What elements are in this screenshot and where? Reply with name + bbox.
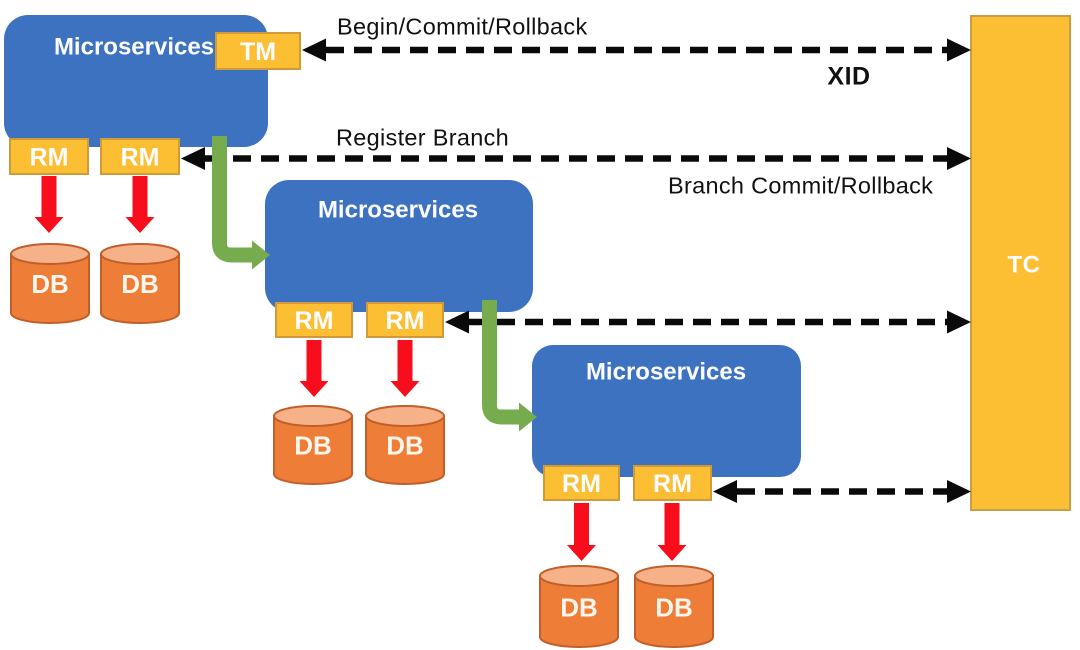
svg-text:RM: RM — [386, 307, 425, 335]
svg-text:XID: XID — [827, 63, 870, 91]
svg-text:DB: DB — [386, 431, 424, 461]
svg-text:Register Branch: Register Branch — [336, 125, 509, 151]
svg-text:RM: RM — [121, 144, 160, 172]
svg-text:Microservices: Microservices — [586, 359, 746, 386]
svg-text:Microservices: Microservices — [318, 197, 478, 224]
svg-text:DB: DB — [655, 593, 693, 623]
svg-text:DB: DB — [560, 593, 598, 623]
svg-text:RM: RM — [653, 470, 692, 498]
svg-text:DB: DB — [121, 269, 159, 299]
svg-text:Branch Commit/Rollback: Branch Commit/Rollback — [668, 173, 933, 199]
svg-text:RM: RM — [295, 307, 334, 335]
svg-text:TC: TC — [1008, 252, 1041, 279]
svg-text:DB: DB — [294, 431, 332, 461]
svg-text:TM: TM — [240, 38, 276, 66]
svg-text:Begin/Commit/Rollback: Begin/Commit/Rollback — [337, 14, 588, 40]
svg-text:Microservices: Microservices — [54, 34, 214, 61]
svg-text:DB: DB — [31, 269, 69, 299]
svg-text:RM: RM — [30, 144, 69, 172]
svg-text:RM: RM — [562, 470, 601, 498]
